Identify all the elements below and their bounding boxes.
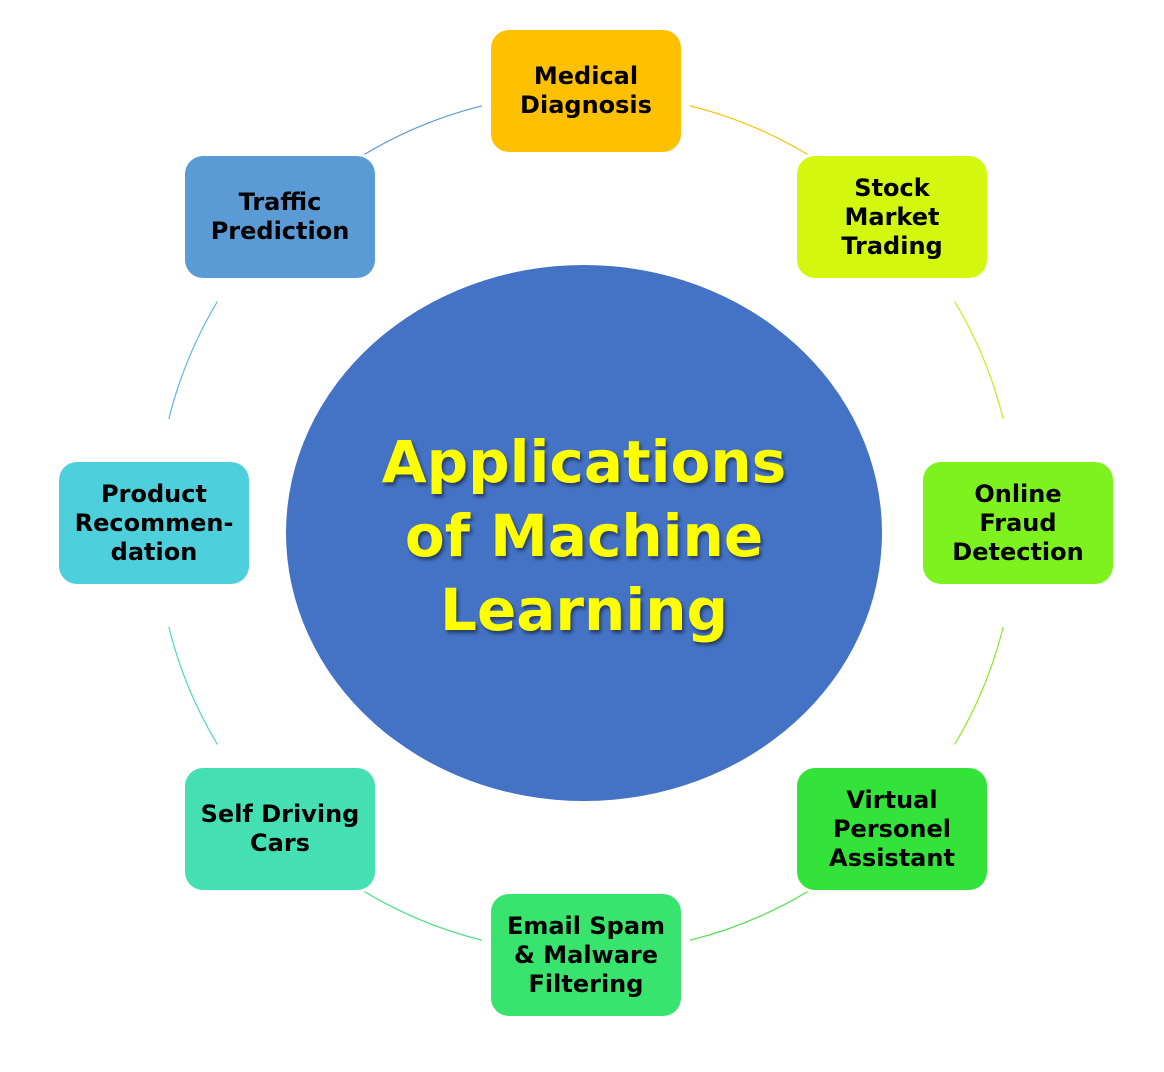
node-online-fraud-detection: Online Fraud Detection [923,462,1113,584]
node-label: Online Fraud Detection [952,479,1084,566]
node-label: Email Spam & Malware Filtering [506,911,666,998]
node-label: Self Driving Cars [200,800,360,857]
ring-arc [689,105,808,155]
ring-arc [168,626,218,745]
node-medical-diagnosis: Medical Diagnosis [491,30,681,152]
node-virtual-personel-assistant: Virtual Personel Assistant [797,768,987,890]
node-traffic-prediction: Traffic Prediction [185,156,375,278]
center-title-line: Applications [381,428,787,496]
node-product-recommendation: Product Recommen- dation [59,462,249,584]
node-self-driving-cars: Self Driving Cars [185,768,375,890]
node-label: Virtual Personel Assistant [829,785,955,872]
node-label: Medical Diagnosis [520,62,652,119]
center-title-line: of Machine [404,502,764,570]
ring-arc [168,301,218,420]
node-label: Traffic Prediction [210,188,350,245]
ring-arc [364,105,483,155]
center-title-line: Learning [439,576,729,644]
ring-arc [954,301,1004,420]
node-label: Product Recommen- dation [74,479,234,566]
node-email-spam-malware-filtering: Email Spam & Malware Filtering [491,894,681,1016]
ring-arc [954,626,1004,745]
node-label: Stock Market Trading [841,173,943,260]
ring-arc [364,891,483,941]
ring-arc [689,891,808,941]
node-stock-market-trading: Stock Market Trading [797,156,987,278]
